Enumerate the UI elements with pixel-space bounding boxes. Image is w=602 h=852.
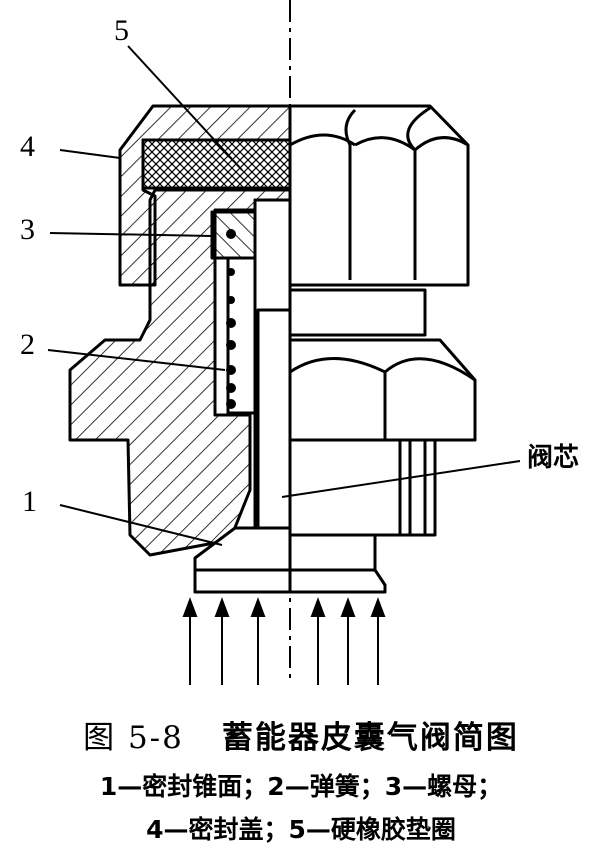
threaded-body <box>288 438 437 537</box>
left-section-view <box>68 104 292 594</box>
valve-diagram <box>47 0 521 685</box>
label-part-1: 1 <box>22 485 37 518</box>
label-part-3: 3 <box>20 213 35 246</box>
figure-legend-line-2: 4—密封盖；5—硬橡胶垫圈 <box>146 815 456 844</box>
label-part-4: 4 <box>20 130 35 163</box>
leader-lines <box>47 45 521 546</box>
airflow-arrows <box>182 597 386 685</box>
label-part-5: 5 <box>114 14 129 47</box>
label-valve-core: 阀芯 <box>527 443 580 473</box>
figure-caption-title: 图 5-8 蓄能器皮囊气阀简图 <box>0 712 602 757</box>
lower-hex-nut <box>288 338 477 442</box>
figure-legend-line-1: 1—密封锥面；2—弹簧；3—螺母； <box>99 772 503 801</box>
upper-hex-nut <box>288 104 470 287</box>
figure-title: 蓄能器皮囊气阀简图 <box>221 720 519 756</box>
rubber-washer <box>141 138 292 190</box>
neck <box>288 288 427 337</box>
arrow-up-icon <box>182 597 198 617</box>
arrow-up-icon <box>214 597 230 617</box>
spring <box>226 229 236 409</box>
arrow-up-icon <box>250 597 266 617</box>
arrow-up-icon <box>370 597 386 617</box>
arrow-up-icon <box>340 597 356 617</box>
right-exterior-view <box>288 104 477 594</box>
valve-seat-plate <box>193 568 292 594</box>
valve-body <box>68 188 292 557</box>
base-flange <box>288 533 377 572</box>
arrow-up-icon <box>310 597 326 617</box>
figure-number: 图 5-8 <box>83 720 184 756</box>
label-part-2: 2 <box>20 328 35 361</box>
